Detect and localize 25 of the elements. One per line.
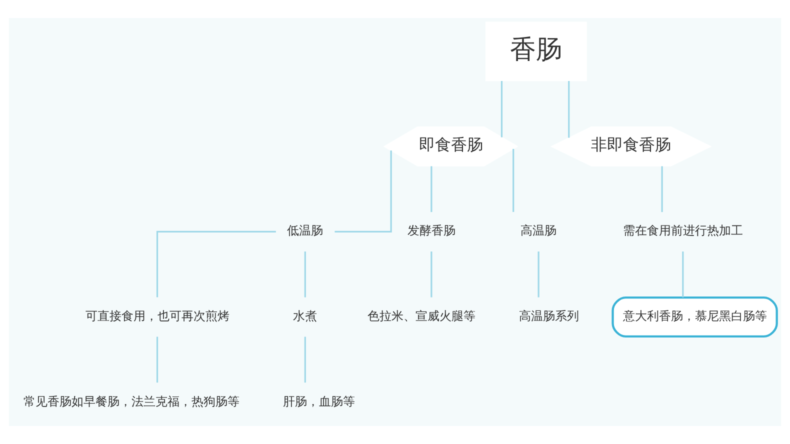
connector bbox=[661, 166, 663, 212]
node-text: 高温肠系列 bbox=[519, 309, 580, 324]
connector bbox=[304, 252, 306, 298]
node-text: 低温肠 bbox=[287, 224, 324, 238]
node-text: 高温肠 bbox=[520, 224, 556, 238]
node-text: 水煮 bbox=[293, 309, 318, 324]
connector bbox=[512, 148, 514, 212]
connector bbox=[304, 336, 306, 383]
connector bbox=[430, 166, 432, 212]
connector bbox=[430, 252, 432, 298]
connector bbox=[156, 336, 158, 383]
connector bbox=[568, 81, 570, 138]
node-text: 发酵香肠 bbox=[407, 224, 456, 238]
node-text: 可直接食用，也可再次煎烤 bbox=[85, 309, 230, 324]
node-text: 需在食用前进行热加工 bbox=[622, 224, 743, 238]
connector bbox=[682, 252, 684, 298]
node-box: 香肠 bbox=[485, 22, 587, 82]
node-box: 意大利香肠，慕尼黑白肠等 bbox=[612, 296, 778, 338]
connector bbox=[538, 252, 540, 298]
node-text: 色拉米、宣威火腿等 bbox=[368, 309, 476, 324]
node-text: 常见香肠如早餐肠，法兰克福，热狗肠等 bbox=[23, 394, 240, 408]
node-text: 肝肠，血肠等 bbox=[283, 394, 356, 408]
connector bbox=[500, 81, 503, 138]
connector bbox=[334, 150, 392, 233]
connector bbox=[156, 230, 276, 298]
